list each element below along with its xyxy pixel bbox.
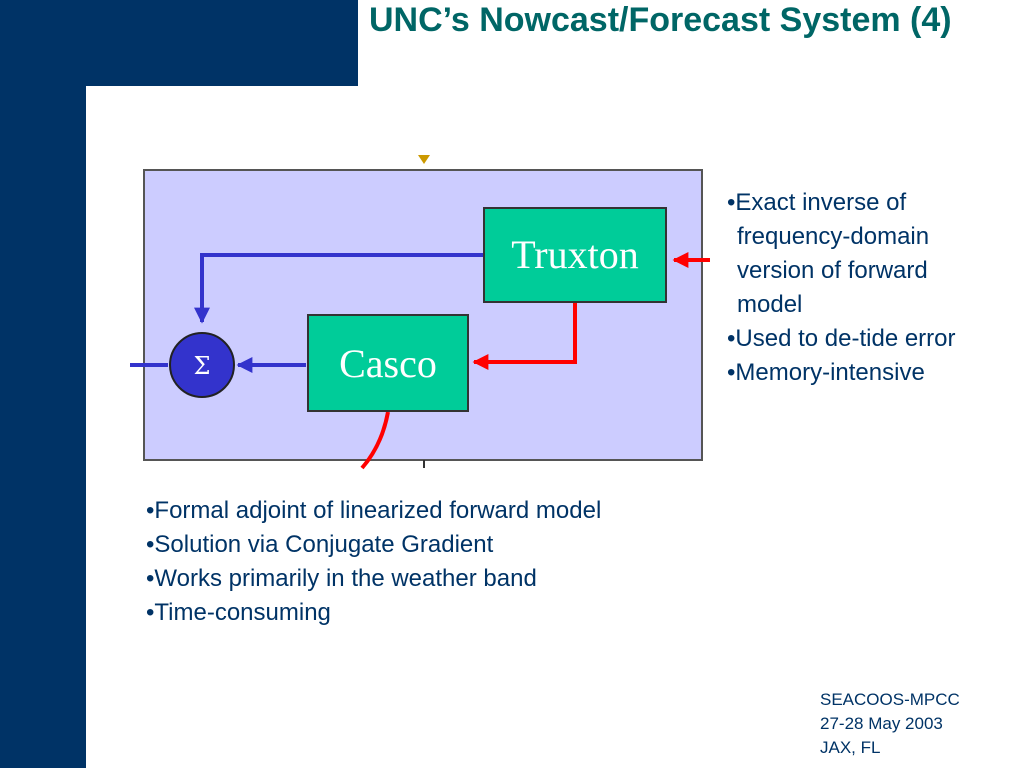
footer-event: SEACOOS-MPCC [820,690,960,709]
truxton-box [483,207,667,303]
truxton-to-sum-path [194,253,484,324]
casco-box [307,314,469,412]
casco-label: Casco [339,341,437,386]
sum-node [169,332,235,398]
bottom-bullet-list: •Formal adjoint of linearized forward mo… [146,494,746,630]
footer-date: 27-28 May 2003 [820,714,943,733]
bottom-bullet-item: •Formal adjoint of linearized forward mo… [146,497,602,524]
top-marker-icon [418,155,430,164]
right-bullet-item: •Exact inverse of frequency-domain versi… [727,189,930,318]
slide-title: UNC’s Nowcast/Forecast System (4) [369,1,952,39]
background-top-band [0,0,358,86]
right-bullet-item: •Used to de-tide error [727,325,956,352]
system-diagram: Truxton Casco Σ [130,150,710,470]
bottom-input-path [360,411,390,470]
sum-label: Σ [194,352,211,380]
background-left-band [0,0,86,768]
truxton-label: Truxton [511,232,638,277]
footer-location: JAX, FL [820,738,881,757]
bottom-bullet-item: •Works primarily in the weather band [146,565,537,592]
bottom-bullet-item: •Time-consuming [146,599,331,626]
footer: SEACOOS-MPCC 27-28 May 2003 JAX, FL [820,688,1010,760]
right-bullet-list: •Exact inverse of frequency-domain versi… [727,186,987,390]
truxton-to-casco-path [472,302,577,370]
bottom-bullet-item: •Solution via Conjugate Gradient [146,531,494,558]
right-bullet-item: •Memory-intensive [727,359,925,386]
